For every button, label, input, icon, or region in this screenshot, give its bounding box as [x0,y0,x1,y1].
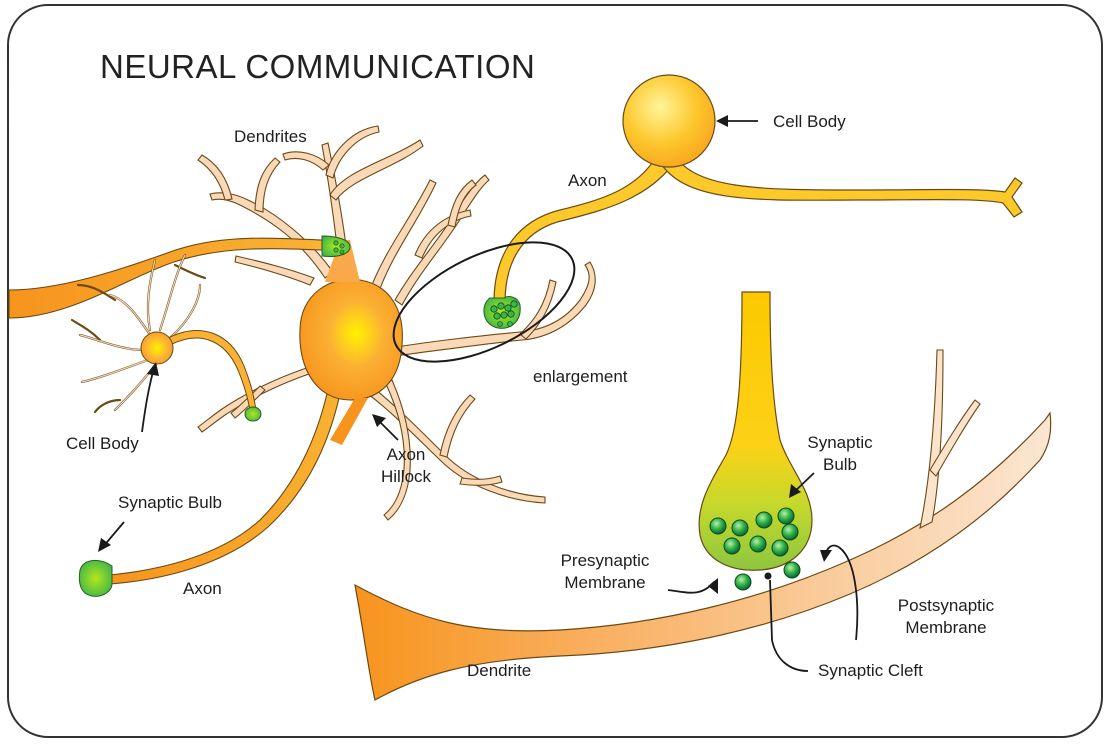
label-presynaptic-line2: Membrane [540,572,670,594]
label-cell-body-top: Cell Body [773,111,846,133]
label-synaptic-bulb-right-line2: Bulb [800,454,880,476]
cell-body-top [623,75,715,167]
label-axon-top: Axon [568,170,607,192]
label-axon-bottom: Axon [183,578,222,600]
label-cell-body-left: Cell Body [66,433,139,455]
label-axon-hillock-line2: Hillock [376,466,436,488]
label-presynaptic-line1: Presynaptic [540,550,670,572]
label-presynaptic-membrane: Presynaptic Membrane [540,550,670,594]
label-dendrites: Dendrites [234,126,307,148]
label-enlargement: enlargement [533,366,628,388]
label-synaptic-bulb-right-line1: Synaptic [800,432,880,454]
label-synaptic-bulb-right: Synaptic Bulb [800,432,880,476]
label-postsynaptic-line2: Membrane [878,617,1014,639]
label-synaptic-bulb-left: Synaptic Bulb [118,492,222,514]
label-dendrite: Dendrite [467,660,531,682]
label-postsynaptic-membrane: Postsynaptic Membrane [878,595,1014,639]
label-axon-hillock-line1: Axon [376,444,436,466]
label-postsynaptic-line1: Postsynaptic [878,595,1014,617]
label-axon-hillock: Axon Hillock [376,444,436,488]
diagram-title: NEURAL COMMUNICATION [100,47,535,87]
label-synaptic-cleft: Synaptic Cleft [818,660,923,682]
